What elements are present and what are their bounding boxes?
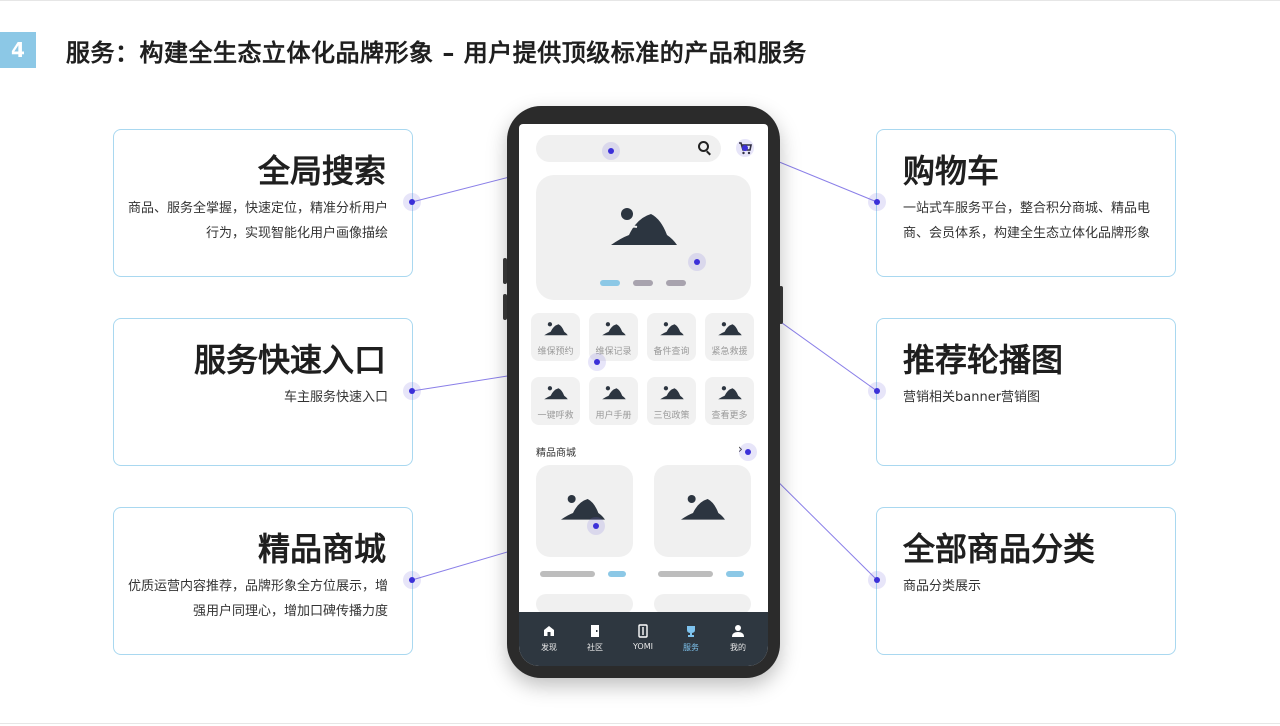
image-placeholder-icon bbox=[544, 386, 568, 400]
tab-label: 服务 bbox=[683, 643, 699, 652]
image-placeholder-icon bbox=[602, 322, 626, 336]
card-title: 精品商城 bbox=[257, 530, 386, 568]
service-shortcut[interactable]: 三包政策 bbox=[647, 377, 696, 425]
card-description: 商品、服务全掌握，快速定位，精准分析用户行为，实现智能化用户画像描绘 bbox=[128, 201, 389, 241]
carousel-indicator[interactable] bbox=[666, 280, 686, 286]
card-description: 营销相关banner营销图 bbox=[903, 390, 1041, 405]
service-shortcut[interactable]: 备件查询 bbox=[647, 313, 696, 361]
image-placeholder-icon bbox=[660, 386, 684, 400]
slide-title: 服务：构建全生态立体化品牌形象 – 用户提供顶级标准的产品和服务 bbox=[66, 39, 807, 67]
service-shortcut[interactable]: 维保记录 bbox=[589, 313, 638, 361]
connector-dot bbox=[688, 253, 706, 271]
door-icon bbox=[591, 625, 599, 637]
card-title: 购物车 bbox=[903, 152, 1000, 190]
phone-power-button bbox=[779, 286, 783, 324]
image-placeholder-icon bbox=[602, 386, 626, 400]
product-price-placeholder bbox=[608, 571, 626, 577]
service-label: 维保预约 bbox=[537, 347, 574, 357]
service-shortcut[interactable]: 紧急救援 bbox=[705, 313, 754, 361]
product-title-placeholder bbox=[658, 571, 713, 577]
product-price-placeholder bbox=[726, 571, 744, 577]
tab-discover[interactable]: 发现 bbox=[529, 624, 569, 653]
card-all-categories: 全部商品分类 商品分类展示 bbox=[876, 507, 1176, 655]
top-divider bbox=[0, 0, 1280, 1]
card-boutique-mall: 精品商城 优质运营内容推荐，品牌形象全方位展示，增强用户同理心，增加口碑传播力度 bbox=[113, 507, 413, 655]
connector-dot bbox=[602, 142, 620, 160]
image-placeholder-icon bbox=[681, 495, 725, 520]
person-icon bbox=[732, 625, 744, 637]
tab-mine[interactable]: 我的 bbox=[718, 624, 758, 653]
image-placeholder-icon bbox=[660, 322, 684, 336]
product-card[interactable] bbox=[654, 594, 751, 614]
service-label: 查看更多 bbox=[711, 411, 748, 421]
connector-dot bbox=[403, 193, 421, 211]
yomi-icon bbox=[638, 624, 648, 638]
card-global-search: 全局搜索 商品、服务全掌握，快速定位，精准分析用户行为，实现智能化用户画像描绘 bbox=[113, 129, 413, 277]
card-title: 全局搜索 bbox=[257, 152, 386, 190]
card-title: 全部商品分类 bbox=[903, 530, 1096, 568]
connector-dot bbox=[868, 193, 886, 211]
chevron-right-icon[interactable]: › bbox=[738, 442, 743, 456]
tab-yomi[interactable]: YOMI bbox=[623, 624, 663, 651]
product-card[interactable] bbox=[536, 594, 633, 614]
service-label: 紧急救援 bbox=[711, 347, 748, 357]
service-label: 维保记录 bbox=[595, 347, 632, 357]
tab-service[interactable]: 服务 bbox=[671, 624, 711, 653]
bottom-tab-bar: 发现 社区 YOMI 服务 bbox=[519, 612, 768, 666]
mall-section-label: 精品商城 bbox=[536, 448, 576, 459]
card-description: 优质运营内容推荐，品牌形象全方位展示，增强用户同理心，增加口碑传播力度 bbox=[128, 579, 389, 619]
image-placeholder-icon bbox=[561, 495, 605, 520]
phone-volume-up bbox=[503, 258, 507, 284]
phone-mockup: 维保预约 维保记录 备件查询 紧急救援一键呼救 用户手册 三包政策 查看更多 精品商城 › bbox=[507, 106, 780, 678]
product-card[interactable] bbox=[654, 465, 751, 557]
trophy-icon bbox=[687, 626, 695, 637]
connector-dot bbox=[739, 443, 757, 461]
phone-volume-down bbox=[503, 294, 507, 320]
service-shortcut[interactable]: 查看更多 bbox=[705, 377, 754, 425]
service-shortcut[interactable]: 用户手册 bbox=[589, 377, 638, 425]
card-quick-entry: 服务快速入口 车主服务快速入口 bbox=[113, 318, 413, 466]
phone-screen: 维保预约 维保记录 备件查询 紧急救援一键呼救 用户手册 三包政策 查看更多 精品商城 › bbox=[519, 124, 768, 666]
connector-dot bbox=[403, 382, 421, 400]
service-label: 备件查询 bbox=[653, 347, 690, 357]
service-label: 一键呼救 bbox=[537, 411, 574, 421]
image-placeholder-icon bbox=[544, 322, 568, 336]
card-description: 商品分类展示 bbox=[903, 579, 982, 594]
product-title-placeholder bbox=[540, 571, 595, 577]
card-title: 推荐轮播图 bbox=[903, 341, 1064, 379]
service-label: 三包政策 bbox=[653, 411, 690, 421]
carousel-indicator-active[interactable] bbox=[600, 280, 620, 286]
home-icon bbox=[544, 626, 554, 636]
connector-dot bbox=[587, 517, 605, 535]
card-description: 车主服务快速入口 bbox=[283, 390, 388, 405]
connector-dot bbox=[868, 571, 886, 589]
service-shortcut[interactable]: 维保预约 bbox=[531, 313, 580, 361]
search-icon[interactable] bbox=[698, 141, 709, 152]
connector-dot bbox=[736, 139, 754, 157]
tab-label: 社区 bbox=[587, 643, 603, 652]
card-title: 服务快速入口 bbox=[193, 341, 386, 379]
tab-community[interactable]: 社区 bbox=[575, 624, 615, 653]
bottom-divider bbox=[0, 723, 1280, 724]
card-carousel: 推荐轮播图 营销相关banner营销图 bbox=[876, 318, 1176, 466]
product-card[interactable] bbox=[536, 465, 633, 557]
service-shortcut[interactable]: 一键呼救 bbox=[531, 377, 580, 425]
image-placeholder-icon bbox=[718, 322, 742, 336]
connector-dot bbox=[868, 382, 886, 400]
image-placeholder-icon bbox=[611, 208, 677, 245]
slide-number: 4 bbox=[0, 32, 36, 68]
carousel-indicator[interactable] bbox=[633, 280, 653, 286]
carousel-banner[interactable] bbox=[536, 175, 751, 300]
image-placeholder-icon bbox=[718, 386, 742, 400]
card-shopping-cart: 购物车 一站式车服务平台，整合积分商城、精品电商、会员体系，构建全生态立体化品牌… bbox=[876, 129, 1176, 277]
search-bar[interactable] bbox=[536, 135, 721, 162]
tab-label: 我的 bbox=[730, 643, 746, 652]
service-label: 用户手册 bbox=[595, 411, 632, 421]
tab-label: YOMI bbox=[632, 642, 653, 651]
connector-dot bbox=[588, 353, 606, 371]
card-description: 一站式车服务平台，整合积分商城、精品电商、会员体系，构建全生态立体化品牌形象 bbox=[903, 201, 1151, 241]
tab-label: 发现 bbox=[541, 643, 557, 652]
connector-dot bbox=[403, 571, 421, 589]
